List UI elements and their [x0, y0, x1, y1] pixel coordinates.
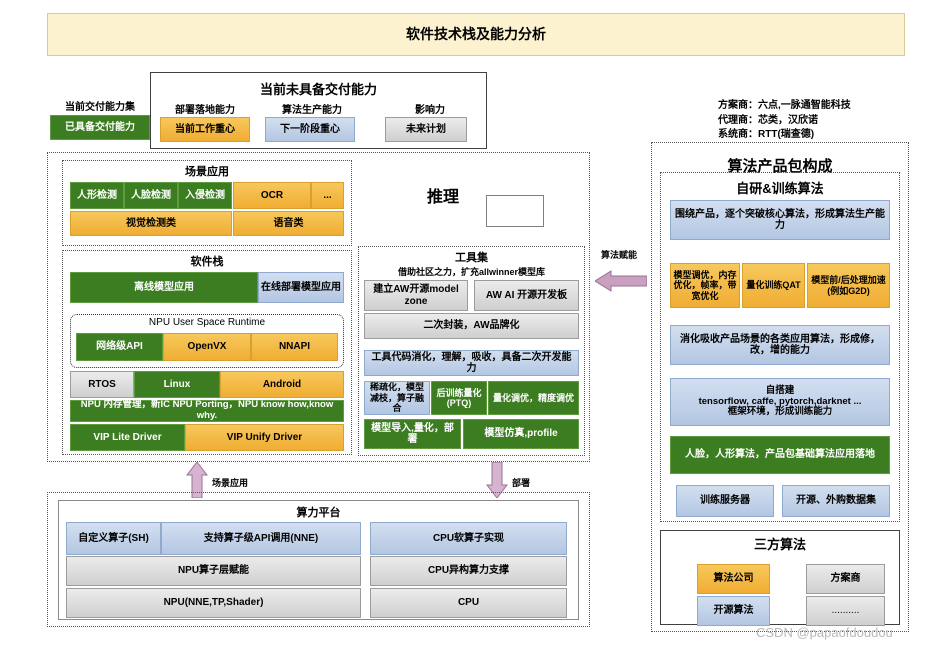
- self-dev-item-2[interactable]: 量化训练QAT: [742, 263, 805, 308]
- toolset-subtitle: 借助社区之力，扩充allwinner模型库: [397, 267, 545, 277]
- scene-item-4[interactable]: ...: [311, 182, 344, 209]
- toolset-item-4[interactable]: 稀疏化，模型减枝，算子融合: [364, 381, 430, 415]
- software-stack-title: 软件栈: [190, 256, 224, 268]
- self-dev-item-6[interactable]: 人脸，人形算法，产品包基础算法应用落地: [670, 436, 890, 474]
- toolset-item-3[interactable]: 工具代码消化，理解，吸收，具备二次开发能力: [364, 350, 579, 376]
- vendor-line-2: 系统商：RTT(瑞查德): [718, 129, 815, 140]
- third-party-item-2[interactable]: 开源算法: [697, 596, 770, 626]
- os-item-rtos[interactable]: RTOS: [70, 371, 134, 398]
- deploy-arrow-icon: [486, 462, 508, 498]
- page-title: 软件技术栈及能力分析: [47, 13, 905, 56]
- page-title-text: 软件技术栈及能力分析: [406, 26, 546, 43]
- runtime-item-2[interactable]: NNAPI: [251, 333, 338, 361]
- legend-label-0: 部署落地能力: [175, 104, 235, 116]
- scene-app-arrow-label: 场景应用: [212, 478, 249, 488]
- npu-know-how[interactable]: NPU 内存管理，新IC NPU Porting，NPU know how,kn…: [70, 399, 344, 422]
- inference-label: 推理: [427, 189, 460, 206]
- scene-category-0[interactable]: 视觉检测类: [70, 211, 232, 236]
- legend-label-2: 影响力: [415, 104, 445, 116]
- platform-item-cpu-soft-op[interactable]: CPU软算子实现: [370, 522, 567, 555]
- self-dev-item-4[interactable]: 消化吸收产品场景的各类应用算法，形成修，改，增的能力: [670, 325, 890, 365]
- self-dev-item-1[interactable]: 模型调优，内存优化，帧率，带宽优化: [670, 263, 740, 308]
- platform-item-npu-op-layer[interactable]: NPU算子层赋能: [66, 556, 361, 586]
- runtime-item-0[interactable]: 网络级API: [76, 333, 163, 361]
- platform-item-cpu[interactable]: CPU: [370, 588, 567, 618]
- platform-item-custom-op[interactable]: 自定义算子(SH): [66, 522, 161, 555]
- scene-application-section: [62, 160, 352, 246]
- os-item-linux[interactable]: Linux: [134, 371, 220, 398]
- deploy-arrow-label: 部署: [512, 478, 531, 488]
- scene-application-title: 场景应用: [185, 166, 229, 178]
- third-party-item-3[interactable]: ..........: [806, 596, 885, 626]
- self-dev-title: 自研&训练算法: [736, 181, 824, 196]
- vendor-line-1: 代理商：芯类，汉欣诺: [718, 114, 818, 126]
- scene-category-1[interactable]: 语音类: [233, 211, 344, 236]
- third-party-item-0[interactable]: 算法公司: [697, 564, 770, 594]
- self-dev-item-8[interactable]: 开源、外购数据集: [782, 485, 890, 517]
- self-dev-item-3[interactable]: 模型前/后处理加速(例如G2D): [807, 263, 890, 308]
- algorithm-pack-frame: [651, 142, 909, 632]
- toolset-item-0[interactable]: 建立AW开源model zone: [364, 280, 468, 311]
- scene-item-0[interactable]: 人形检测: [70, 182, 124, 209]
- toolset-item-8[interactable]: 模型仿真,profile: [463, 419, 579, 449]
- driver-vip-unify[interactable]: VIP Unify Driver: [185, 424, 344, 451]
- vendor-list: 方案商：六点,一脉通智能科技 代理商：芯类，汉欣诺 系统商：RTT(瑞查德): [718, 99, 918, 143]
- legend-value-2: 未来计划: [385, 117, 467, 142]
- self-dev-section: [660, 172, 900, 522]
- platform-outer-frame: [47, 492, 590, 627]
- npu-user-space-runtime-frame: [70, 314, 344, 368]
- platform-item-op-api[interactable]: 支持算子级API调用(NNE): [161, 522, 361, 555]
- toolset-title: 工具集: [455, 252, 488, 264]
- toolset-item-1[interactable]: AW AI 开源开发板: [474, 280, 579, 311]
- current-capability-label: 当前交付能力集: [65, 101, 135, 113]
- legend-value-0: 当前工作重心: [160, 117, 250, 142]
- platform-item-cpu-hetero[interactable]: CPU异构算力支撑: [370, 556, 567, 586]
- platform-item-npu[interactable]: NPU(NNE,TP,Shader): [66, 588, 361, 618]
- empower-arrow-icon: [595, 270, 647, 292]
- inference-value-box[interactable]: [486, 195, 544, 227]
- toolset-item-6[interactable]: 量化调优，精度调优: [488, 381, 579, 415]
- algorithm-pack-title: 算法产品包构成: [727, 158, 833, 175]
- sw-online-deploy-model-app[interactable]: 在线部署模型应用: [258, 272, 344, 303]
- legend-value-1: 下一阶段重心: [265, 117, 355, 142]
- driver-vip-lite[interactable]: VIP Lite Driver: [70, 424, 185, 451]
- scene-item-1[interactable]: 人脸检测: [124, 182, 178, 209]
- self-dev-item-5[interactable]: 自搭建 tensorflow, caffe, pytorch,darknet .…: [670, 378, 890, 426]
- self-dev-item-0[interactable]: 围绕产品，逐个突破核心算法，形成算法生产能力: [670, 200, 890, 240]
- scene-item-3[interactable]: OCR: [233, 182, 311, 209]
- toolset-item-2[interactable]: 二次封装，AW品牌化: [364, 313, 579, 339]
- runtime-item-1[interactable]: OpenVX: [163, 333, 251, 361]
- scene-app-arrow-icon: [186, 462, 208, 498]
- toolset-item-7[interactable]: 模型导入,量化，部署: [364, 419, 461, 449]
- self-dev-item-7[interactable]: 训练服务器: [676, 485, 774, 517]
- toolset-section: [358, 246, 585, 456]
- not-ready-title: 当前未具备交付能力: [259, 81, 377, 97]
- scene-item-2[interactable]: 入侵检测: [178, 182, 232, 209]
- software-stack-section: [62, 250, 352, 455]
- legend-label-1: 算法生产能力: [282, 104, 342, 116]
- platform-title: 算力平台: [296, 507, 341, 519]
- sw-offline-model-app[interactable]: 离线模型应用: [70, 272, 258, 303]
- not-ready-frame: [150, 72, 487, 149]
- third-party-section: [660, 530, 900, 625]
- vendor-line-0: 方案商：六点,一脉通智能科技: [718, 100, 851, 111]
- os-item-android[interactable]: Android: [220, 371, 344, 398]
- watermark: CSDN @papaofdoudou: [756, 625, 893, 640]
- left-section-frame: [47, 152, 590, 462]
- toolset-item-5[interactable]: 后训练量化(PTQ): [431, 381, 487, 415]
- runtime-title: NPU User Space Runtime: [148, 317, 266, 328]
- current-capability-badge: 已具备交付能力: [50, 115, 150, 140]
- empower-arrow-label: 算法赋能: [601, 250, 638, 260]
- third-party-item-1[interactable]: 方案商: [806, 564, 885, 594]
- third-party-title: 三方算法: [753, 537, 806, 552]
